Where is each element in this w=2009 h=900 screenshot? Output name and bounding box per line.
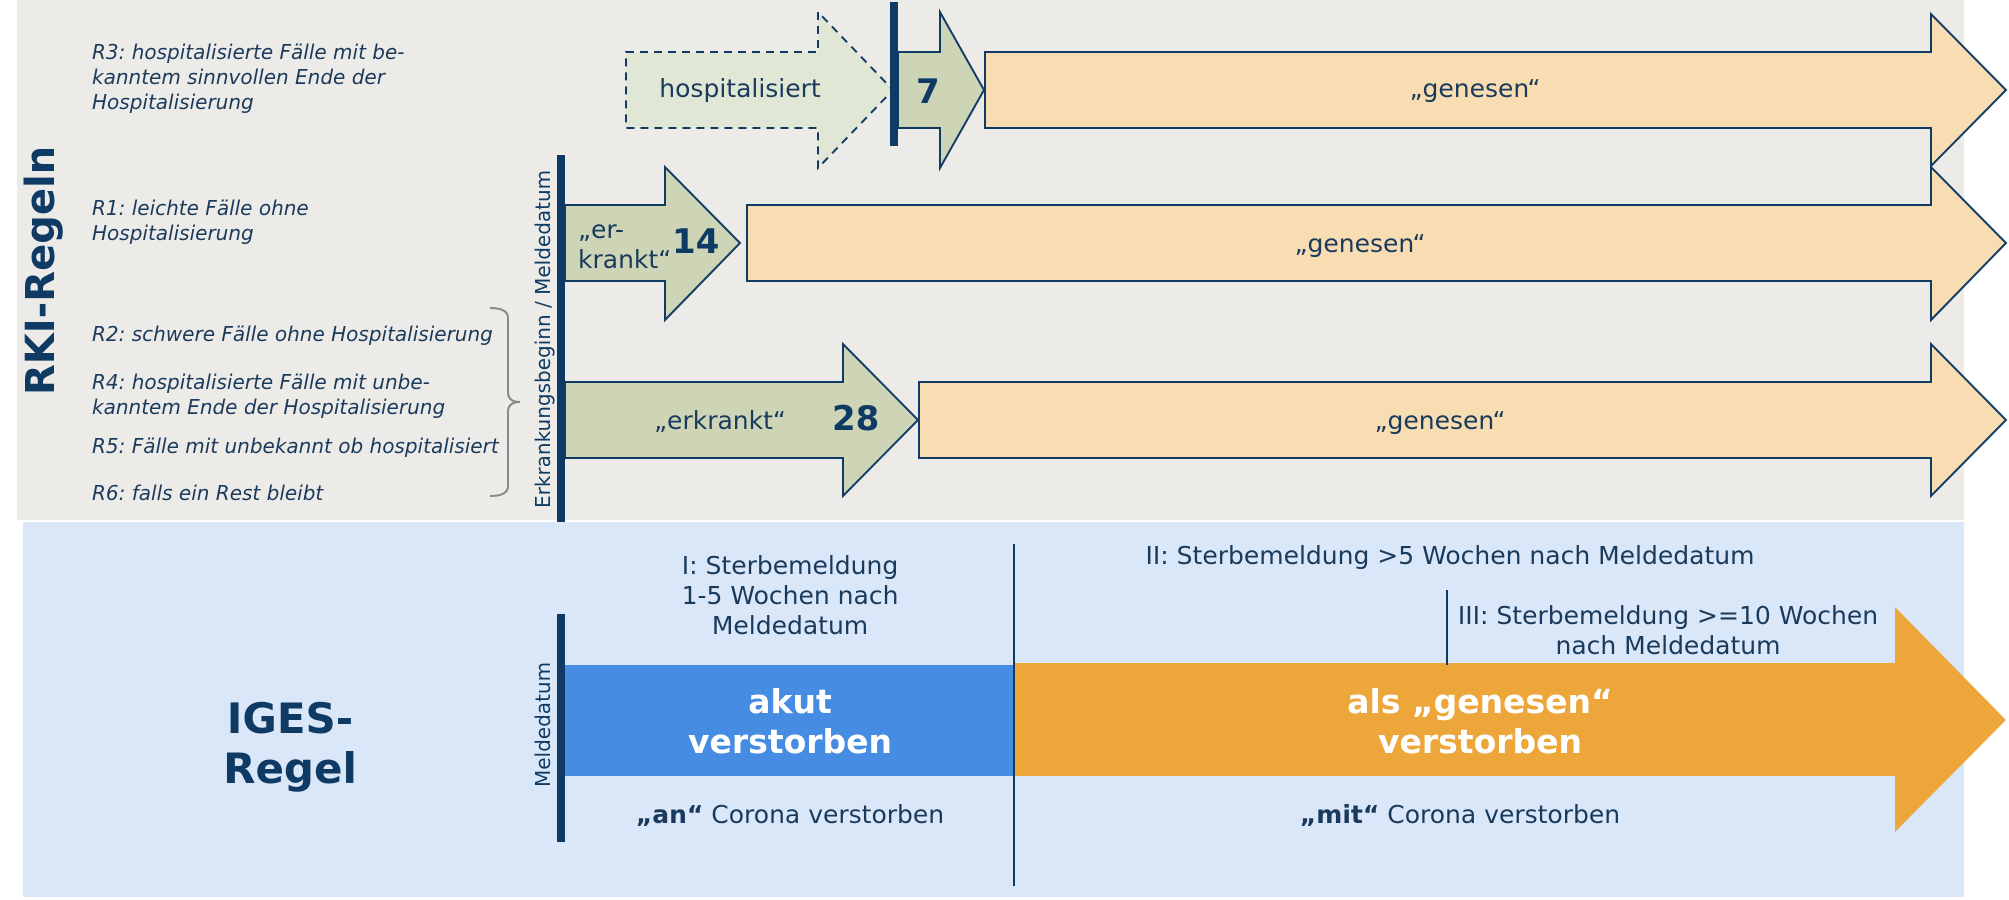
r1-phase-label: „er- krankt“ xyxy=(578,215,672,274)
mit-bold: „mit“ xyxy=(1299,800,1380,829)
recovered-arrow xyxy=(1014,607,2006,832)
r2-outcome-label: „genesen“ xyxy=(1374,406,1506,435)
r1-days-label: 14 xyxy=(672,222,720,262)
label-II: II: Sterbemeldung >5 Wochen nach Meldeda… xyxy=(1145,541,1755,570)
r3-genesen-arrow xyxy=(984,11,2008,169)
recovered-label: als „genesen“ verstorben xyxy=(1347,682,1613,761)
rki-axis-label: Erkrankungsbeginn / Meldedatum xyxy=(531,169,555,508)
iges-title: IGES- Regel xyxy=(223,694,357,793)
r1-outcome-label: „genesen“ xyxy=(1294,229,1426,258)
rki-axis-bar xyxy=(557,155,565,522)
label-III: III: Sterbemeldung >=10 Wochen nach Meld… xyxy=(1457,601,1879,660)
an-corona-label: „an“ Corona verstorben xyxy=(600,800,980,830)
acute-bar xyxy=(565,665,1014,776)
r3-days-label: 7 xyxy=(916,72,940,112)
mit-corona-label: „mit“ Corona verstorben xyxy=(1240,800,1680,830)
hospitalisiert-arrow xyxy=(625,9,895,171)
r2-phase-label: „erkrankt“ xyxy=(654,406,786,435)
rki-title: RKI-Regeln xyxy=(18,145,64,395)
rule-r6: R6: falls ein Rest bleibt xyxy=(92,481,324,505)
iges-axis-label: Meldedatum xyxy=(531,661,555,787)
rule-r2: R2: schwere Fälle ohne Hospitalisierung xyxy=(92,322,493,346)
label-I: I: Sterbemeldung 1-5 Wochen nach Meldeda… xyxy=(681,551,899,640)
rule-r1: R1: leichte Fälle ohne Hospitalisierung xyxy=(92,196,309,245)
rule-r3: R3: hospitalisierte Fälle mit be- kannte… xyxy=(92,40,405,114)
acute-label: akut verstorben xyxy=(687,682,893,761)
an-bold: „an“ xyxy=(635,800,704,829)
r1-genesen-arrow xyxy=(746,164,2008,323)
r3-outcome-label: „genesen“ xyxy=(1409,74,1541,103)
group-brace xyxy=(489,307,521,497)
iges-axis-bar xyxy=(557,614,565,842)
rule-r5: R5: Fälle mit unbekannt ob hospitalisier… xyxy=(92,434,499,458)
mit-rest: Corona verstorben xyxy=(1379,800,1621,829)
r2-days-label: 28 xyxy=(832,399,880,439)
r3-phase-label: hospitalisiert xyxy=(659,74,821,103)
r2-genesen-arrow xyxy=(918,341,2008,499)
an-rest: Corona verstorben xyxy=(703,800,945,829)
rule-r4: R4: hospitalisierte Fälle mit unbe- kann… xyxy=(92,370,446,419)
r1-duration-arrow xyxy=(564,164,742,323)
r2-duration-arrow xyxy=(564,341,920,499)
r3-duration-arrow xyxy=(897,8,986,172)
r3-start-bar xyxy=(890,2,898,146)
